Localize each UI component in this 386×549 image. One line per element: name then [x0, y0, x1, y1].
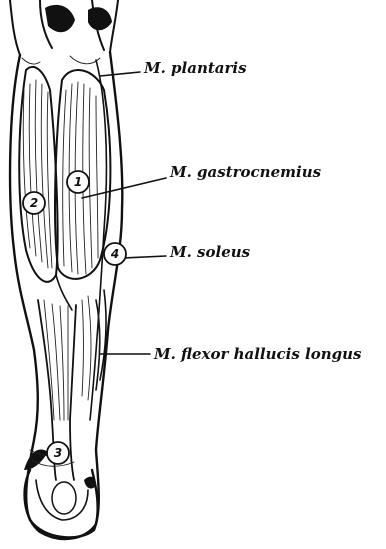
marker-4: 4 — [104, 243, 126, 265]
label-gastrocnemius: M. gastrocnemius — [169, 163, 322, 181]
label-flexor-hallucis-longus: M. flexor hallucis longus — [153, 345, 362, 363]
marker-2-number: 2 — [30, 196, 38, 210]
leader-plantaris — [100, 72, 140, 76]
marker-1-number: 1 — [74, 175, 82, 189]
leader-soleus — [124, 256, 166, 258]
label-soleus: M. soleus — [169, 243, 251, 261]
marker-4-number: 4 — [110, 247, 119, 261]
marker-3-number: 3 — [54, 446, 62, 460]
label-plantaris: M. plantaris — [143, 59, 247, 77]
marker-1: 1 — [67, 171, 89, 193]
leader-lines — [82, 72, 166, 354]
marker-2: 2 — [23, 192, 45, 214]
marker-3: 3 — [47, 442, 69, 464]
leader-gastrocnemius — [82, 178, 166, 198]
